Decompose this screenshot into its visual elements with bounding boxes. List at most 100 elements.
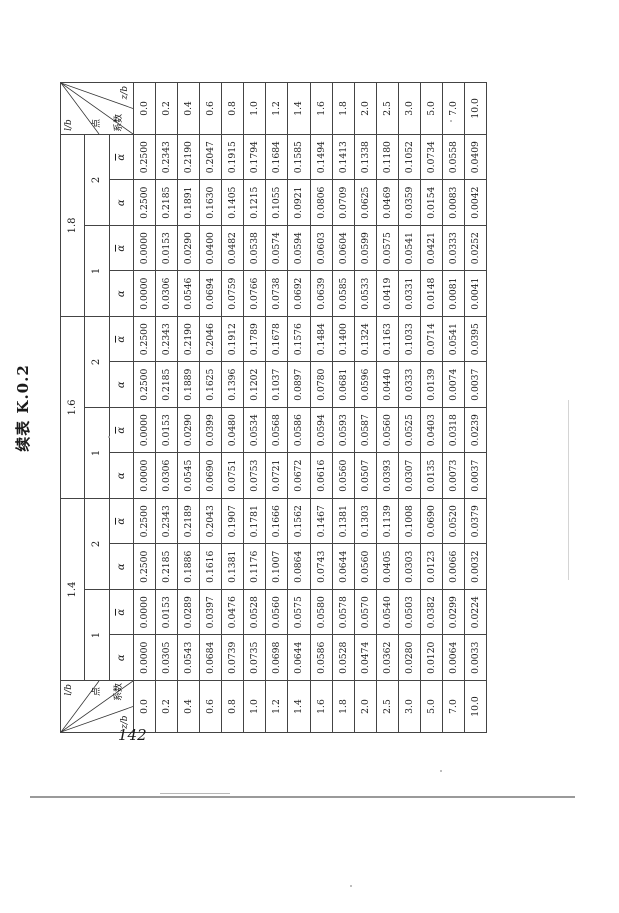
zb-value-left: 0.8: [221, 680, 244, 733]
coefficient-cell: 0.2185: [155, 179, 178, 226]
coefficient-cell: 0.0032: [464, 544, 487, 590]
diagonal-lines: [61, 82, 133, 134]
coefficient-cell: 0.1886: [177, 544, 200, 590]
lb-group-header: 1.8: [60, 134, 85, 317]
coefficient-cell: 0.0543: [177, 635, 200, 681]
zb-value-left: 1.2: [265, 680, 288, 733]
point-label: 点: [92, 118, 102, 128]
point-header: 1: [84, 589, 110, 681]
coefficient-cell: 0.1889: [177, 361, 200, 408]
coefficient-cell: 0.0476: [221, 589, 244, 635]
coefficient-cell: 0.0560: [332, 452, 355, 499]
coefficient-cell: 0.0570: [354, 589, 377, 635]
scan-speck: [350, 885, 352, 887]
coefficient-cell: 0.0303: [398, 544, 421, 590]
coefficient-cell: 0.0252: [464, 225, 487, 271]
zb-value-left: 2.5: [376, 680, 399, 733]
coefficient-cell: 0.0616: [310, 452, 333, 499]
coefficient-cell: 0.0594: [287, 225, 310, 271]
coefficient-cell: 0.0698: [265, 635, 288, 681]
coefficient-cell: 0.0580: [310, 589, 333, 635]
coefficient-cell: 0.1324: [354, 316, 377, 362]
zb-value-right: 3.0: [398, 82, 421, 135]
coefficient-cell: 0.1891: [177, 179, 200, 226]
coefficient-cell: 0.0148: [420, 270, 443, 317]
coefficient-cell: 0.2185: [155, 544, 178, 590]
coefficient-cell: 0.1616: [199, 544, 222, 590]
coefficient-cell: 0.2500: [133, 316, 156, 362]
coefficient-cell: 0.0139: [420, 361, 443, 408]
coefficient-cell: 0.0482: [221, 225, 244, 271]
coefficient-cell: 0.1585: [287, 134, 310, 180]
coefficient-cell: 0.0525: [398, 407, 421, 453]
coefficient-cell: 0.1912: [221, 316, 244, 362]
coefficient-cell: 0.1678: [265, 316, 288, 362]
coefficient-cell: 0.0409: [464, 134, 487, 180]
coefficient-cell: 0.0153: [155, 589, 178, 635]
coefficient-cell: 0.0541: [398, 225, 421, 271]
zb-value-left: 1.8: [332, 680, 355, 733]
coefficient-cell: 0.0603: [310, 225, 333, 271]
coefficient-cell: 0.0586: [310, 635, 333, 681]
alpha-bar-header: α: [109, 498, 134, 544]
coefficient-cell: 0.0073: [442, 452, 465, 499]
coefficient-cell: 0.0421: [420, 225, 443, 271]
coefficient-cell: 0.0306: [155, 270, 178, 317]
coefficient-cell: 0.0480: [221, 407, 244, 453]
coefficient-cell: 0.0897: [287, 361, 310, 408]
coefficient-cell: 0.1794: [243, 134, 266, 180]
zb-value-left: 3.0: [398, 680, 421, 733]
coefficient-cell: 0.0000: [133, 407, 156, 453]
zb-value-right: 1.4: [287, 82, 310, 135]
zb-value-right: 7.0: [442, 82, 465, 135]
coefficient-cell: 0.1037: [265, 361, 288, 408]
coefficient-cell: 0.0507: [354, 452, 377, 499]
coefficient-cell: 0.0558: [442, 134, 465, 180]
coefficient-cell: 0.0290: [177, 407, 200, 453]
coefficient-cell: 0.0037: [464, 452, 487, 499]
coefficient-cell: 0.0709: [332, 179, 355, 226]
coefficient-cell: 0.0081: [442, 270, 465, 317]
alpha-bar-header: α: [109, 134, 134, 180]
zb-value-left: 5.0: [420, 680, 443, 733]
alpha-bar-header: α: [109, 407, 134, 453]
coefficient-cell: 0.2500: [133, 179, 156, 226]
coefficient-cell: 0.0382: [420, 589, 443, 635]
coefficient-cell: 0.1907: [221, 498, 244, 544]
alpha-bar-header: α: [109, 589, 134, 635]
table-title: 续表 K.0.2: [14, 364, 32, 452]
scan-margin-line: [568, 400, 569, 580]
zb-value-right: 0.4: [177, 82, 200, 135]
coefficient-cell: 0.0587: [354, 407, 377, 453]
coefficient-cell: 0.0037: [464, 361, 487, 408]
coefficient-cell: 0.0083: [442, 179, 465, 226]
coefficient-cell: 0.2189: [177, 498, 200, 544]
coefficient-cell: 0.0604: [332, 225, 355, 271]
coefficient-cell: 0.0734: [420, 134, 443, 180]
coefficient-cell: 0.0864: [287, 544, 310, 590]
coefficient-cell: 0.0280: [398, 635, 421, 681]
coefficient-cell: 0.0586: [287, 407, 310, 453]
lb-label: l/b: [64, 119, 74, 131]
coefficient-cell: 0.0780: [310, 361, 333, 408]
zb-value-right: 0.6: [199, 82, 222, 135]
page-number: 142: [118, 726, 147, 744]
scan-speck: [440, 770, 442, 772]
coefficient-cell: 0.1180: [376, 134, 399, 180]
coefficient-cell: 0.0684: [199, 635, 222, 681]
coefficient-cell: 0.1055: [265, 179, 288, 226]
coefficient-cell: 0.0135: [420, 452, 443, 499]
coefficient-label: 系数: [114, 113, 124, 132]
coefficient-cell: 0.1684: [265, 134, 288, 180]
coefficient-cell: 0.1139: [376, 498, 399, 544]
coefficient-cell: 0.0568: [265, 407, 288, 453]
coefficient-cell: 0.0000: [133, 270, 156, 317]
coefficient-cell: 0.0041: [464, 270, 487, 317]
point-header: 2: [84, 498, 110, 590]
coefficient-cell: 0.0033: [464, 635, 487, 681]
